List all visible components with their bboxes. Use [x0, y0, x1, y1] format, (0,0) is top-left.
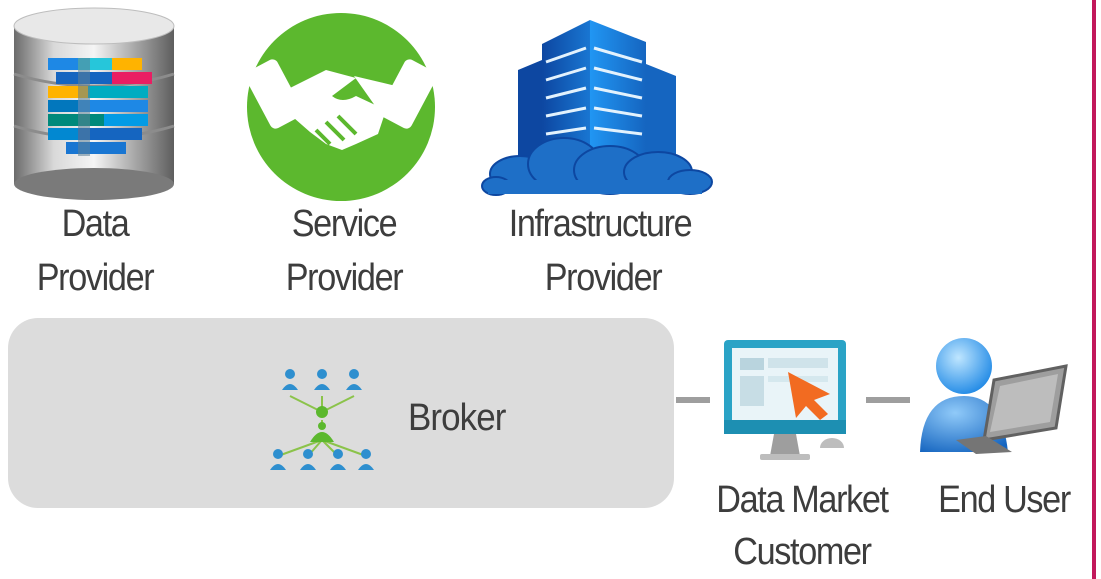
- broker-label: Broker: [408, 397, 506, 439]
- service-provider-label-line1: Service: [291, 203, 398, 245]
- server-cloud-icon: [481, 20, 713, 196]
- network-people-icon: [270, 369, 374, 470]
- customer-label-line2: Customer: [733, 531, 872, 573]
- handshake-icon: [246, 13, 436, 201]
- connector-customer-enduser: [866, 397, 910, 403]
- broker-box: [8, 318, 674, 508]
- right-accent-rule: [1092, 0, 1096, 579]
- service-provider-label-line2: Provider: [285, 257, 404, 299]
- infrastructure-provider-label-line2: Provider: [544, 257, 663, 299]
- monitor-cursor-icon: [724, 340, 846, 460]
- data-provider-label-line1: Data: [61, 203, 130, 245]
- end-user-label: End User: [938, 479, 1071, 521]
- data-provider-label-line2: Provider: [36, 257, 155, 299]
- user-laptop-icon: [920, 338, 1068, 454]
- database-icon: [13, 7, 175, 200]
- infrastructure-provider-label-line1: Infrastructure: [508, 203, 693, 245]
- connector-broker-customer: [676, 397, 710, 403]
- customer-label-line1: Data Market: [716, 479, 889, 521]
